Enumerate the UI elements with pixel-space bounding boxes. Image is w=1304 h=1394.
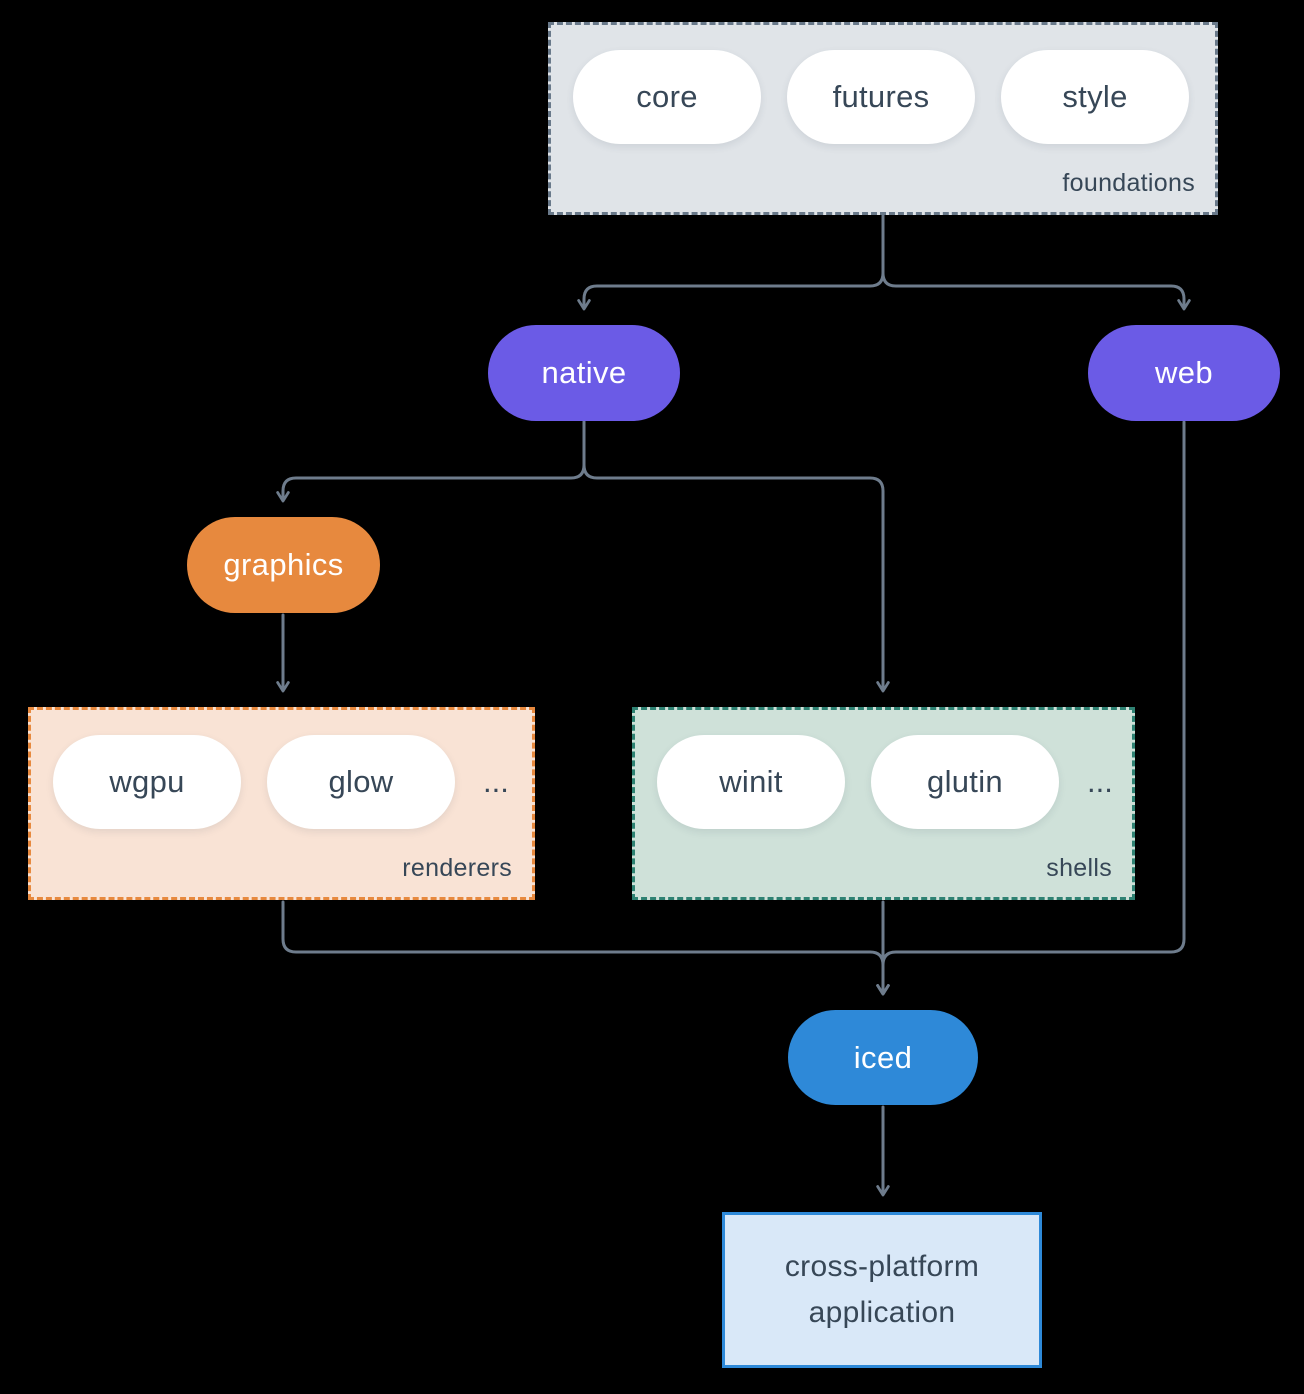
node-native-label: native	[541, 355, 627, 390]
foundations-group: core futures style foundations	[548, 22, 1218, 215]
node-graphics-label: graphics	[223, 547, 344, 582]
crate-glutin-label: glutin	[927, 764, 1003, 799]
foundations-pill-row: core futures style	[551, 25, 1215, 144]
renderers-group: wgpu glow ... renderers	[28, 707, 535, 900]
crate-wgpu: wgpu	[53, 735, 241, 829]
edge-foundations-native	[577, 214, 885, 311]
crate-winit: winit	[657, 735, 845, 829]
crate-glow-label: glow	[328, 764, 394, 799]
node-iced-label: iced	[853, 1039, 913, 1075]
crate-futures: futures	[787, 50, 975, 144]
crate-glow: glow	[267, 735, 455, 829]
crate-wgpu-label: wgpu	[109, 764, 185, 799]
application-label: cross-platform application	[784, 1249, 980, 1330]
node-graphics: graphics	[187, 517, 380, 613]
crate-glutin: glutin	[871, 735, 1059, 829]
shells-pill-row: winit glutin ...	[635, 710, 1132, 829]
edge-foundations-web	[881, 214, 1191, 311]
foundations-group-label: foundations	[1062, 169, 1195, 197]
crate-core: core	[573, 50, 761, 144]
renderers-ellipsis: ...	[483, 764, 509, 799]
crate-style-label: style	[1062, 79, 1128, 114]
renderers-group-label: renderers	[402, 854, 512, 882]
application-box: cross-platform application	[722, 1212, 1042, 1368]
edge-renderers-iced	[281, 900, 890, 996]
renderers-pill-row: wgpu glow ...	[31, 710, 532, 829]
shells-ellipsis: ...	[1087, 764, 1113, 799]
node-web-label: web	[1154, 355, 1214, 390]
crate-winit-label: winit	[719, 764, 783, 799]
node-native: native	[488, 325, 680, 421]
node-iced: iced	[788, 1010, 978, 1105]
edge-native-graphics	[276, 420, 586, 503]
shells-group-label: shells	[1046, 854, 1112, 882]
crate-style: style	[1001, 50, 1189, 144]
shells-group: winit glutin ... shells	[632, 707, 1135, 900]
crate-futures-label: futures	[832, 79, 930, 114]
crate-core-label: core	[636, 79, 698, 114]
node-web: web	[1088, 325, 1280, 421]
edge-native-shells	[582, 420, 890, 693]
